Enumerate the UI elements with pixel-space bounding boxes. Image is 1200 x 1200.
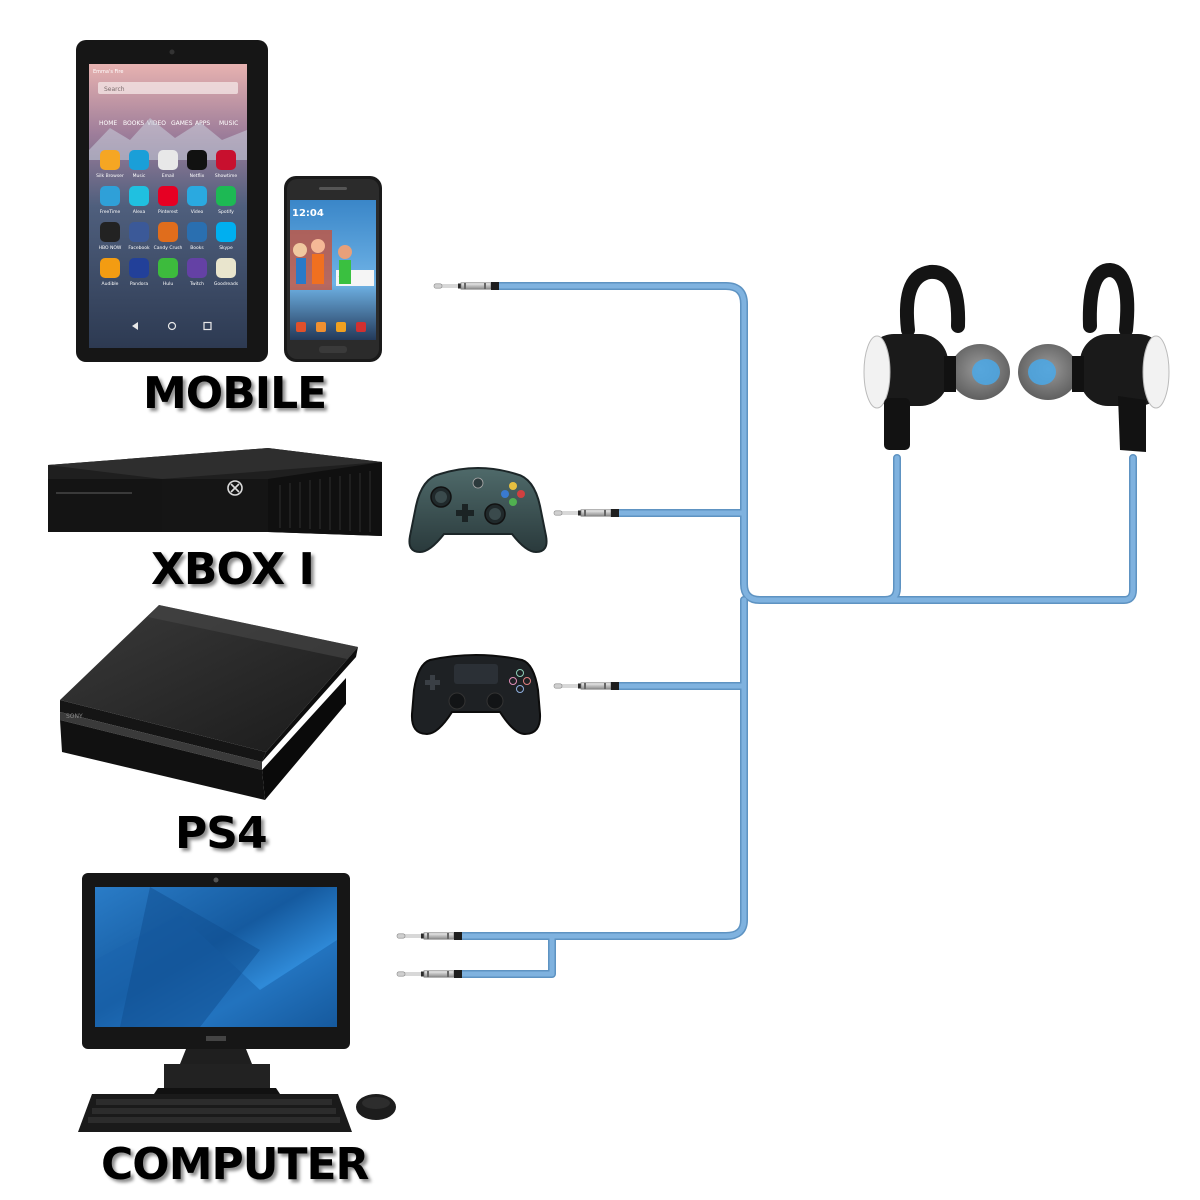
tablet-status-text: Emma's Fire <box>93 69 123 75</box>
tablet-app-label: FreeTime <box>100 209 121 215</box>
tablet-app-label: Spotify <box>218 209 234 215</box>
label-mobile: MOBILE <box>143 368 327 419</box>
tablet-app-label: Facebook <box>128 245 150 251</box>
tablet-app-icon <box>216 222 236 242</box>
tablet-app-label: Silk Browser <box>96 173 124 179</box>
tablet-image: Emma's Fire Search HOMEBOOKSVIDEOGAMESAP… <box>76 40 268 362</box>
tablet-app-grid: Silk Browser Music Email Netflix ShowtimeFre… <box>96 150 239 287</box>
ps4-console-image: SONY <box>60 605 358 800</box>
svg-text:SONY: SONY <box>66 713 83 720</box>
tablet-app-label: Twitch <box>189 281 204 287</box>
tablet-nav-tab: MUSIC <box>219 120 238 127</box>
tablet-app-icon <box>216 186 236 206</box>
tablet-app-label: Hulu <box>163 281 173 287</box>
phone-clock: 12:04 <box>292 208 324 219</box>
tablet-app-label: Goodreads <box>214 281 239 287</box>
label-xbox: XBOX I <box>151 544 315 595</box>
cable-network <box>452 282 1137 978</box>
tablet-app-label: Books <box>190 245 204 251</box>
earbuds-image <box>863 262 1170 452</box>
tablet-app-icon <box>100 150 120 170</box>
tablet-app-label: Pandora <box>130 281 149 287</box>
tablet-nav-tab: GAMES <box>171 120 193 127</box>
tablet-app-icon <box>216 150 236 170</box>
tablet-app-icon <box>187 258 207 278</box>
tablet-app-icon <box>187 186 207 206</box>
tablet-nav-tab: APPS <box>195 120 210 127</box>
tablet-app-icon <box>100 258 120 278</box>
tablet-app-label: Candy Crush <box>154 245 183 251</box>
tablet-app-label: Alexa <box>133 209 146 215</box>
tablet-app-icon <box>129 150 149 170</box>
tablet-app-icon <box>100 186 120 206</box>
tablet-app-label: HBO NOW <box>99 245 122 251</box>
tablet-search-hint: Search <box>104 86 125 93</box>
tablet-app-label: Audible <box>102 281 119 287</box>
jack-plug-ps4 <box>553 681 620 691</box>
tablet-app-label: Video <box>191 209 204 215</box>
ps4-controller-image <box>410 654 542 736</box>
tablet-app-icon <box>129 258 149 278</box>
tablet-app-label: Music <box>133 173 146 179</box>
label-computer: COMPUTER <box>101 1139 369 1190</box>
xbox-controller-image <box>408 467 548 554</box>
tablet-app-icon <box>158 258 178 278</box>
tablet-app-label: Netflix <box>190 173 205 179</box>
phone-image: 12:04 13 <box>284 176 382 362</box>
tablet-nav-tab: HOME <box>99 120 117 127</box>
tablet-app-icon <box>187 150 207 170</box>
tablet-app-icon <box>187 222 207 242</box>
tablet-app-icon <box>158 186 178 206</box>
tablet-nav-tab: BOOKS <box>123 120 144 127</box>
jack-plug-computer-2 <box>396 969 463 979</box>
xbox-console-image <box>48 448 382 536</box>
tablet-app-icon <box>100 222 120 242</box>
jack-plug-xbox <box>553 508 620 518</box>
tablet-app-icon <box>158 150 178 170</box>
computer-image <box>78 873 396 1132</box>
tablet-app-label: Pinterest <box>158 209 178 215</box>
jack-plug-mobile <box>433 281 500 291</box>
tablet-app-icon <box>129 222 149 242</box>
tablet-app-icon <box>216 258 236 278</box>
tablet-app-label: Skype <box>219 245 233 251</box>
label-ps4: PS4 <box>175 808 268 859</box>
jack-plug-computer-1 <box>396 931 463 941</box>
tablet-app-icon <box>158 222 178 242</box>
tablet-app-icon <box>129 186 149 206</box>
tablet-app-label: Email <box>162 173 175 179</box>
tablet-app-label: Showtime <box>215 173 238 179</box>
